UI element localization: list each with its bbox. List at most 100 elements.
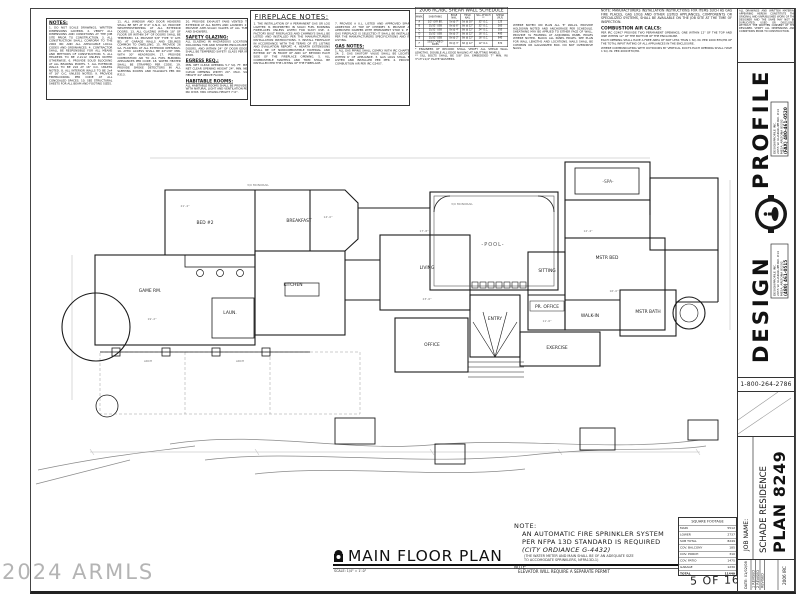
- revision-svg: DATE: 01/02/08 1 REVISED 2 REVISED REVIS…: [744, 560, 787, 590]
- sf-label: MAIN: [680, 526, 688, 531]
- sf-label: LOWER: [680, 533, 691, 537]
- contact-block-phone: DESIGN PROFILE INC. 2055 W. GUADALUPE RD…: [770, 243, 789, 299]
- dim-label: 23'-6": [422, 297, 432, 301]
- sf-value: 1230: [727, 565, 735, 570]
- title-block: ALL DRAWINGS AND WRITTEN MATERIAL APPEAR…: [737, 8, 795, 592]
- notes-body-2: 11. ALL WINDOW AND DOOR HEADERS SHALL BE…: [117, 20, 181, 77]
- room-label: ENTRY: [488, 316, 503, 322]
- monorail-label: 3/0 MONORAIL: [451, 202, 473, 206]
- combustion-item-3: WHERE COMMUNICATING WITH OUTDOORS BY VER…: [601, 46, 732, 54]
- plan-title-underline-thin: [333, 567, 715, 569]
- revised-label: 1 REVISED: [752, 570, 756, 588]
- dimension-lines: [71, 157, 731, 456]
- sched-footnote-2: ** SILL BOLTS SHALL BE 5/8" DIA. EMBEDDE…: [415, 54, 508, 61]
- sf-value: 5512: [727, 526, 735, 531]
- room-label: OFFICE: [424, 342, 440, 348]
- sched-footnote-1: * ENGINEER OF RECORD SHALL VERIFY ALL SH…: [415, 48, 508, 55]
- arch-label: ARCH: [144, 359, 152, 363]
- notes-title: NOTES:: [49, 20, 68, 26]
- fireplace-notes-body-1: 1. THE INSTALLATION OF A PERMANENT GAS O…: [253, 22, 331, 66]
- room-label: LIVING: [420, 265, 435, 271]
- notes-body-3: 20. PROVIDE EXHAUST FANS VENTED TO EXTER…: [185, 20, 248, 34]
- dim-label: 12'-4": [583, 229, 593, 233]
- notes-body-1: 1. DO NOT SCALE DRAWINGS, WRITTEN DIMENS…: [49, 26, 113, 86]
- plan-title-block: MAIN FLOOR PLAN: [333, 547, 503, 565]
- dim-label: 17'-8": [419, 229, 429, 233]
- room-label: WALK-IN: [581, 313, 599, 319]
- shear-schedule-title: 2006 RC/IBC SHEAR WALL SCHEDULE: [415, 7, 508, 14]
- terrain-lines: [35, 438, 707, 485]
- sf-label: GARAGE: [680, 565, 693, 570]
- plan-walls: [61, 161, 719, 465]
- phone-number: (480) 461-0515: [783, 260, 788, 296]
- habitable-title: HABITABLE ROOMS:: [185, 78, 234, 84]
- room-label: GAME RM.: [139, 288, 162, 294]
- sf-row: GARAGE 1230: [679, 564, 736, 571]
- contact-line: DESIGN PROFILE INC.: [773, 122, 777, 154]
- fireplace-notes-title: FIREPLACE NOTES:: [254, 13, 329, 21]
- contact-line: DESIGN PROFILE INC.: [773, 264, 777, 296]
- brand-strip: PROFILE DESIGN PROFILE INC. 2055 W. GUAD…: [738, 63, 794, 377]
- dim-label: 19'-2": [147, 317, 157, 321]
- sched-cell: 12" O.C.: [474, 40, 493, 47]
- room-label: SITTING: [538, 268, 556, 274]
- sprinkler-sub-1: (THE WATER METER AND MAIN SHALL BE OF AN…: [524, 554, 634, 559]
- patio-dashed-outline: [99, 351, 361, 415]
- notes-column-2: 11. ALL WINDOW AND DOOR HEADERS SHALL BE…: [117, 21, 180, 95]
- monorail-label: 3/0 MONORAIL: [247, 183, 269, 187]
- fireplace-notes-panel: FIREPLACE NOTES: 1. THE INSTALLATION OF …: [250, 10, 410, 106]
- job-name-label: JOB NAME:: [743, 519, 750, 552]
- schedule-side-note: WHERE NOTED ON PLAN ALL 'E' WALLS, PROVI…: [513, 24, 593, 66]
- revised-label: REVISED: [761, 573, 765, 588]
- sf-label: SUB TOTAL: [680, 539, 697, 544]
- plan-title: MAIN FLOOR PLAN: [348, 547, 503, 565]
- plan-annotations: 3/0 MONORAIL 3/0 MONORAIL ARCH ARCH 21'-…: [144, 183, 619, 363]
- habitable-body: ALL HABITABLE ROOMS SHALL BE PROVIDED WI…: [185, 84, 248, 94]
- dim-label: 14'-0": [323, 215, 333, 219]
- sprinkler-line-2: PER NFPA 13D STANDARD IS REQUIRED: [522, 538, 661, 547]
- safety-glazing-body: ALL GLAZING IN HAZARDOUS LOCATIONS INCLU…: [185, 40, 248, 57]
- room-label: EXERCISE: [546, 345, 568, 351]
- sf-value: 310: [729, 552, 735, 557]
- contact-line: 2055 W. GUADALUPE RD. #14: [776, 251, 780, 296]
- hotline-box: 1-800-264-2786: [738, 377, 794, 392]
- diagonal-filler: [737, 391, 794, 436]
- shear-wall-schedule: 2006 RC/IBC SHEAR WALL SCHEDULE MARK SHE…: [415, 7, 508, 104]
- room-labels: BED #2 BREAKFAST KITCHEN GAME RM. LAUN. …: [139, 179, 661, 351]
- job-name-svg: JOB NAME: SCHADE RESIDENCE PLAN 8249: [743, 437, 789, 559]
- room-label: MSTR BATH: [635, 309, 660, 315]
- sf-label: COV. PORCH: [680, 552, 699, 557]
- code-label: 2006 IRC: [782, 566, 787, 585]
- sf-value: 8249: [727, 539, 735, 544]
- brand-strip-svg: PROFILE DESIGN PROFILE INC. 2055 W. GUAD…: [749, 69, 789, 363]
- egress-title: EGRESS REQ.:: [185, 58, 219, 64]
- sf-value: 185: [729, 546, 735, 550]
- pool-label: -POOL-: [481, 242, 504, 248]
- room-label: LAUN.: [223, 310, 236, 316]
- plan-title-underline: [333, 564, 715, 567]
- gas-notes-title: GAS NOTES:: [335, 43, 365, 49]
- fax-number: (FAX) 480-461-0520: [783, 107, 788, 154]
- sf-label: COV. BALCONY: [680, 546, 703, 550]
- date-label: DATE: 01/02/08: [744, 560, 748, 589]
- sf-value: 1475: [727, 559, 735, 563]
- revision-box: DATE: 01/02/08 1 REVISED 2 REVISED REVIS…: [738, 560, 794, 590]
- sf-row: MAIN 5512: [679, 525, 736, 532]
- plan-scale-note: SCALE: 1/4" = 1'-0": [334, 569, 424, 577]
- contact-block-fax: DESIGN PROFILE INC. 2055 W. GUADALUPE RD…: [770, 101, 789, 157]
- dim-label: 21'-4": [180, 204, 190, 208]
- copyright-text: ALL DRAWINGS AND WRITTEN MATERIAL APPEAR…: [739, 9, 794, 34]
- sprinkler-note-panel: NOTE: AN AUTOMATIC FIRE SPRINKLER SYSTEM…: [514, 522, 692, 577]
- general-notes-panel: NOTES: 1. DO NOT SCALE DRAWINGS, WRITTEN…: [46, 18, 248, 100]
- room-label: BREAKFAST: [286, 218, 312, 224]
- contact-line: MESA, ARIZONA 85202: [780, 261, 784, 296]
- manufacturer-note-text: NOTE: MANUFACTURERS INSTALLATION INSTRUC…: [601, 9, 732, 24]
- notes-column-3: 20. PROVIDE EXHAUST FANS VENTED TO EXTER…: [185, 20, 248, 95]
- arch-label: ARCH: [236, 359, 244, 363]
- combustion-item-2: EACH OPENING SHALL HAVE A FREE AREA OF N…: [601, 39, 732, 46]
- contact-line: MESA, ARIZONA 85202: [780, 119, 784, 154]
